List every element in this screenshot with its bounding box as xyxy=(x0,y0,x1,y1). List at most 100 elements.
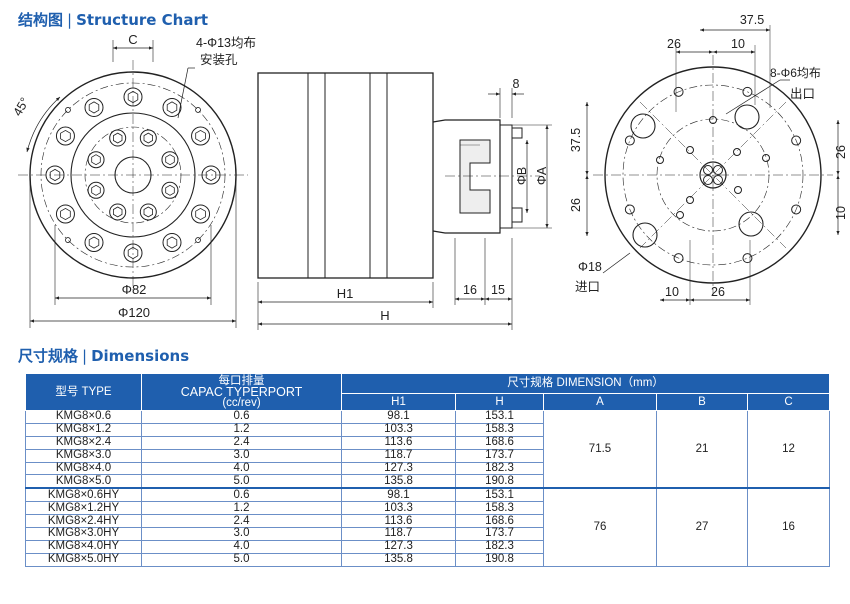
cell-H1: 98.1 xyxy=(341,487,456,503)
mount-hole xyxy=(65,237,71,243)
header-B: B xyxy=(656,393,748,411)
dim-angle: 45° xyxy=(10,95,32,118)
header-capacity-cn: 每口排量 xyxy=(218,374,265,387)
header-capacity: 每口排量 CAPAC TYPERPORT (cc/rev) xyxy=(141,373,342,411)
rear-inner-hole xyxy=(762,154,770,162)
cell-type: KMG8×5.0 xyxy=(25,474,142,489)
dim-H1: H1 xyxy=(337,286,354,301)
table-header-row: 型号 TYPE 每口排量 CAPAC TYPERPORT (cc/rev) 尺寸… xyxy=(25,373,831,411)
dim-8: 8 xyxy=(513,77,520,91)
header-H1: H1 xyxy=(341,393,456,411)
cell-H1: 135.8 xyxy=(341,552,456,567)
rear-outer-hole xyxy=(791,204,802,215)
inner-bolt-hex xyxy=(113,206,123,218)
front-view xyxy=(18,40,248,328)
cell-cap: 2.4 xyxy=(141,514,342,529)
cell-H: 182.3 xyxy=(455,461,544,476)
dim-37-5-top: 37.5 xyxy=(740,13,764,27)
cell-H: 153.1 xyxy=(455,487,544,503)
dim-15: 15 xyxy=(491,283,505,297)
inner-bolt xyxy=(87,181,105,199)
inner-bolt-hex xyxy=(113,132,123,144)
mount-hole xyxy=(195,107,201,113)
header-type: 型号 TYPE xyxy=(25,373,142,411)
header-C: C xyxy=(746,393,831,411)
label-inlet: 进口 xyxy=(575,280,600,294)
outer-bolt-hex xyxy=(205,168,217,182)
dimensions-title-en: Dimensions xyxy=(91,347,190,365)
outer-bolt xyxy=(84,97,104,117)
rear-inner-hole xyxy=(656,156,664,164)
cell-H1: 118.7 xyxy=(341,527,456,541)
outer-bolt xyxy=(123,243,143,263)
inner-bolt-hex xyxy=(91,154,101,166)
dim-26-right: 26 xyxy=(834,145,848,159)
dim-phiB: ΦB xyxy=(515,167,529,185)
cell-H1: 103.3 xyxy=(341,501,456,516)
outer-bolt-hex xyxy=(127,246,139,260)
dim-16: 16 xyxy=(463,283,477,297)
mounting-holes xyxy=(65,107,201,243)
dim-10-bottom: 10 xyxy=(665,285,679,299)
cell-H1: 103.3 xyxy=(341,422,456,437)
structure-title-en: Structure Chart xyxy=(76,11,209,29)
rear-inner-hole xyxy=(709,116,717,124)
outer-bolt-hex xyxy=(88,101,100,114)
cell-H1: 135.8 xyxy=(341,474,456,489)
outer-bolt xyxy=(45,165,65,185)
cell-H: 168.6 xyxy=(455,514,544,529)
dim-phiA: ΦA xyxy=(535,166,549,185)
inner-bolt xyxy=(87,151,105,169)
cell-cap: 3.0 xyxy=(141,448,342,463)
outer-bolt xyxy=(123,87,143,107)
cell-type: KMG8×1.2 xyxy=(25,422,142,437)
rear-view xyxy=(585,25,840,305)
dim-phi82: Φ82 xyxy=(122,282,147,297)
cell-B: 21 xyxy=(656,410,748,489)
dim-H: H xyxy=(380,308,389,323)
rear-inner-hole xyxy=(733,148,741,156)
outer-bolt-hex xyxy=(60,207,71,221)
dim-rear-holes: 8-Φ6均布 xyxy=(770,66,821,80)
cell-H: 190.8 xyxy=(455,552,544,567)
inner-bolt xyxy=(161,181,179,199)
cell-B: 27 xyxy=(656,487,748,567)
cell-cap: 5.0 xyxy=(141,552,342,567)
outer-bolt-hex xyxy=(49,168,61,182)
rear-inner-hole xyxy=(686,196,694,204)
side-view xyxy=(257,72,552,330)
title-divider: | xyxy=(82,347,88,365)
outer-bolt-hex xyxy=(60,129,71,143)
cell-cap: 2.4 xyxy=(141,435,342,450)
rear-bolt-holes xyxy=(624,86,802,264)
cell-cap: 4.0 xyxy=(141,539,342,554)
dim-phi18: Φ18 xyxy=(578,260,602,274)
outer-bolt-hex xyxy=(166,236,178,249)
cell-type: KMG8×4.0HY xyxy=(25,539,142,554)
cell-cap: 0.6 xyxy=(141,410,342,424)
rear-outer-hole xyxy=(742,253,753,264)
cell-cap: 4.0 xyxy=(141,461,342,476)
cell-type: KMG8×3.0HY xyxy=(25,527,142,541)
inner-bolt-hex xyxy=(91,184,101,196)
cell-type: KMG8×2.4HY xyxy=(25,514,142,529)
cell-H1: 118.7 xyxy=(341,448,456,463)
inner-bolt xyxy=(109,203,127,221)
cell-H: 182.3 xyxy=(455,539,544,554)
outer-bolt xyxy=(191,126,211,146)
cell-H: 158.3 xyxy=(455,422,544,437)
structure-drawing: C 4-Φ13均布 安装孔 45° Φ82 Φ120 xyxy=(10,13,848,330)
outer-bolt-hex xyxy=(88,236,100,249)
outer-bolt-holes xyxy=(45,87,221,263)
outer-bolt xyxy=(55,126,75,146)
header-dimension: 尺寸规格 DIMENSION（mm） xyxy=(340,373,831,394)
cell-type: KMG8×1.2HY xyxy=(25,501,142,516)
dim-holes: 4-Φ13均布 xyxy=(196,36,256,50)
mount-hole xyxy=(195,237,201,243)
dim-26-bottom: 26 xyxy=(711,285,725,299)
